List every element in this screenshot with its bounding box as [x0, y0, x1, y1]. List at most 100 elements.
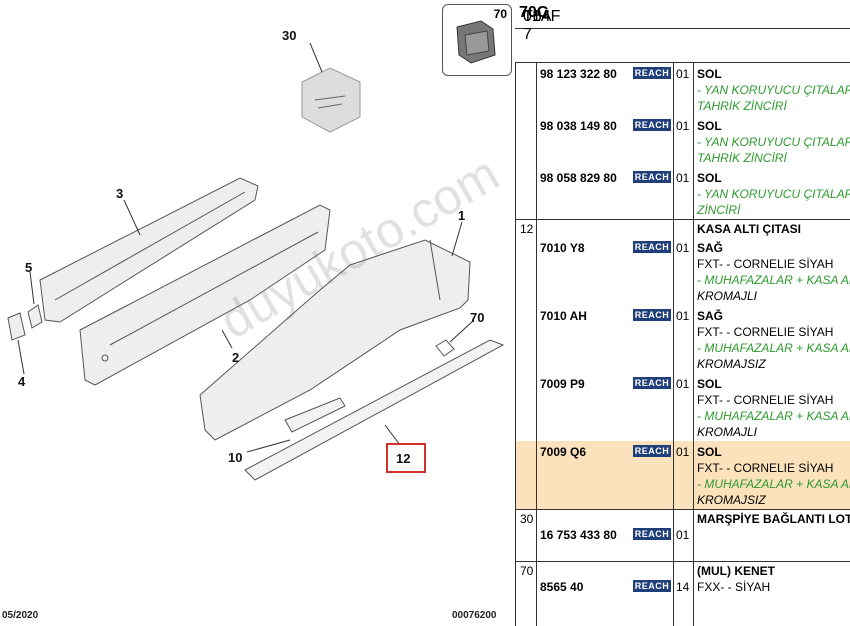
- description-line: - MUHAFAZALAR + KASA AL: [697, 477, 850, 491]
- description-line: - MUHAFAZALAR + KASA AL: [697, 273, 850, 287]
- column-separator: [536, 63, 537, 626]
- reach-badge: REACH: [633, 377, 671, 389]
- reach-badge: REACH: [633, 445, 671, 457]
- part-number[interactable]: 7010 AH: [540, 309, 587, 323]
- description-line: TAHRİK ZİNCİRİ: [697, 99, 787, 113]
- quantity: 01: [676, 528, 690, 542]
- reach-badge: REACH: [633, 241, 671, 253]
- reach-badge: REACH: [633, 119, 671, 131]
- part-thumbnail[interactable]: 70: [442, 4, 512, 76]
- row-separator: [516, 561, 850, 562]
- callout-70[interactable]: 70: [470, 310, 485, 325]
- description-line: SAĞ: [697, 309, 724, 323]
- description-line: - YAN KORUYUCU ÇITALAR: [697, 83, 850, 97]
- exploded-view-drawing: [7, 42, 505, 481]
- description-line: KROMAJSIZ: [697, 357, 766, 371]
- quantity: 14: [676, 580, 690, 594]
- callout-12[interactable]: 12: [396, 451, 411, 466]
- part-3-drawing: [39, 177, 259, 323]
- reference-code: T84F 7 70C 01A: [519, 4, 560, 43]
- quantity: 01: [676, 241, 690, 255]
- table-row[interactable]: 12 KASA ALTI ÇITASI: [516, 219, 850, 237]
- part-30-drawing: [301, 67, 361, 133]
- callout-2[interactable]: 2: [232, 350, 240, 365]
- quantity: 01: [676, 67, 690, 81]
- description-line: TAHRİK ZİNCİRİ: [697, 151, 787, 165]
- table-row[interactable]: 98 038 149 80 REACH 01 SOL - YAN KORUYUCU ÇI…: [516, 115, 850, 167]
- description-line: KROMAJLI: [697, 289, 758, 303]
- part-number[interactable]: 16 753 433 80: [540, 528, 617, 542]
- group-number: 12: [520, 222, 534, 236]
- callout-10[interactable]: 10: [228, 450, 243, 465]
- callout-30[interactable]: 30: [282, 28, 297, 43]
- table-row[interactable]: 98 058 829 80 REACH 01 SOL - YAN KORUYUCU ÇI…: [516, 167, 850, 219]
- callout-3[interactable]: 3: [116, 186, 124, 201]
- callout-4[interactable]: 4: [18, 374, 26, 389]
- reach-badge: REACH: [633, 67, 671, 79]
- part-2-drawing: [79, 204, 331, 386]
- part-number[interactable]: 98 038 149 80: [540, 119, 617, 133]
- part-number[interactable]: 8565 40: [540, 580, 584, 594]
- parts-diagram: 3 1 2 5 4 10 12 30 70 05/2020 00076200 d…: [2, 28, 508, 621]
- part-number[interactable]: 98 123 322 80: [540, 67, 617, 81]
- column-separator: [693, 63, 694, 626]
- description-line: SOL: [697, 171, 722, 185]
- quantity: 01: [676, 445, 690, 459]
- part-number[interactable]: 7009 P9: [540, 377, 585, 391]
- quantity: 01: [676, 119, 690, 133]
- description-line: SOL: [697, 377, 722, 391]
- part-number[interactable]: 7010 Y8: [540, 241, 585, 255]
- description-line: FXX- - SİYAH: [697, 580, 771, 594]
- leader-lines: [17, 42, 475, 453]
- reference-prefix: T84F 7: [523, 8, 561, 43]
- highlight-box: [386, 443, 426, 473]
- part-4-drawing: [7, 312, 26, 341]
- table-row[interactable]: 98 123 322 80 REACH 01 SOL - YAN KORUYUCU ÇI…: [516, 63, 850, 115]
- quantity: 01: [676, 171, 690, 185]
- description-line: SOL: [697, 67, 722, 81]
- callout-5[interactable]: 5: [25, 260, 33, 275]
- reach-badge: REACH: [633, 171, 671, 183]
- group-number: 70: [520, 564, 534, 578]
- reference-suffix: 01A: [523, 8, 552, 25]
- table-row[interactable]: 30 16 753 433 80 REACH 01 MARŞPİYE BAĞLANTI …: [516, 509, 850, 561]
- description-line: SOL: [697, 445, 722, 459]
- table-row[interactable]: 7009 Q6 REACH 01 SOL FXT- - CORNELIE SİYAH - …: [516, 441, 850, 509]
- part-12-drawing: [244, 339, 505, 481]
- part-70-drawing: [435, 339, 455, 357]
- reference-group: 70C: [519, 4, 549, 21]
- description-line: - MUHAFAZALAR + KASA AL: [697, 409, 850, 423]
- description-line: ZİNCİRİ: [697, 203, 741, 217]
- description-line: SOL: [697, 119, 722, 133]
- quantity: 01: [676, 377, 690, 391]
- reach-badge: REACH: [633, 580, 671, 592]
- part-1-drawing: [199, 239, 471, 441]
- description-line: - YAN KORUYUCU ÇITALAR: [697, 187, 850, 201]
- description-line: FXT- - CORNELIE SİYAH: [697, 257, 834, 271]
- part-10-drawing: [284, 397, 346, 433]
- description-line: KROMAJSIZ: [697, 493, 766, 507]
- description-line: - MUHAFAZALAR + KASA AL: [697, 341, 850, 355]
- description-line: MARŞPİYE BAĞLANTI LOTU: [697, 512, 850, 526]
- row-separator: [516, 219, 850, 220]
- part-5-drawing: [27, 304, 43, 329]
- quantity: 01: [676, 309, 690, 323]
- reach-badge: REACH: [633, 528, 671, 540]
- thumbnail-number: 70: [493, 7, 507, 21]
- description-line: KASA ALTI ÇITASI: [697, 222, 801, 236]
- callout-1[interactable]: 1: [458, 208, 466, 223]
- page-header: T84F 7 70C 01A: [515, 0, 850, 43]
- part-number[interactable]: 7009 Q6: [540, 445, 587, 459]
- description-line: FXT- - CORNELIE SİYAH: [697, 461, 834, 475]
- table-row[interactable]: 7010 AH REACH 01 SAĞ FXT- - CORNELIE SİYAH - …: [516, 305, 850, 373]
- description-line: - YAN KORUYUCU ÇITALAR: [697, 135, 850, 149]
- group-number: 30: [520, 512, 534, 526]
- reach-badge: REACH: [633, 309, 671, 321]
- description-line: FXT- - CORNELIE SİYAH: [697, 325, 834, 339]
- row-separator: [516, 509, 850, 510]
- part-number[interactable]: 98 058 829 80: [540, 171, 617, 185]
